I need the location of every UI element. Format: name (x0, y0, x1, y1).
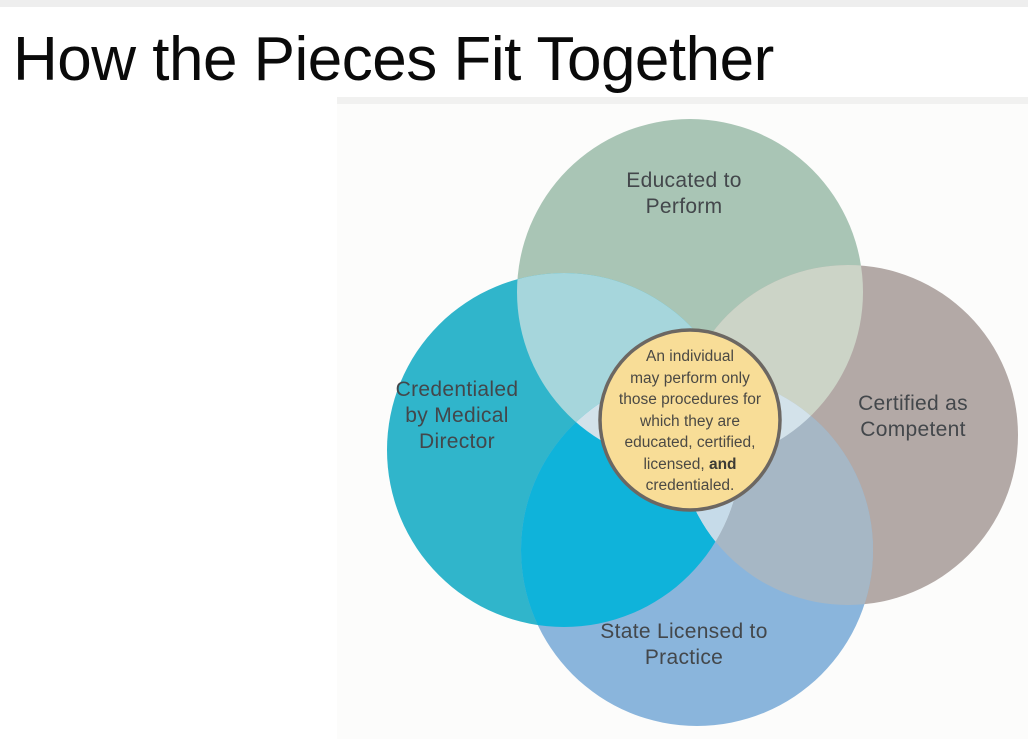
top-border-strip (0, 0, 1028, 7)
center-line: which they are (640, 412, 740, 430)
label-line: Certified as (858, 392, 968, 415)
label-state-licensed-to-practice: State Licensed to Practice (574, 619, 794, 671)
page-title: How the Pieces Fit Together (13, 25, 774, 94)
center-badge-circle (598, 328, 782, 512)
center-line-bold-and: and (708, 455, 737, 473)
label-line: Practice (644, 646, 724, 669)
label-educated-to-perform: Educated to Perform (574, 168, 794, 220)
label-line: Educated to (626, 169, 742, 192)
label-line: Credentialed (395, 378, 519, 401)
overlap-licensed-credentialed (521, 374, 741, 627)
label-certified-as-competent: Certified as Competent (803, 391, 1023, 443)
center-line: educated, certified, (624, 434, 756, 451)
label-line: by Medical (405, 404, 509, 427)
label-line: Director (419, 430, 495, 453)
center-line-text: licensed, (643, 455, 709, 473)
center-line: licensed, and (595, 454, 785, 476)
label-line: Perform (645, 195, 723, 218)
label-credentialed-by-medical-director: Credentialed by Medical Director (347, 377, 567, 455)
center-line: An individual (646, 348, 734, 365)
center-line: credentialed. (645, 477, 735, 494)
diagram-image-top-edge (337, 97, 1028, 104)
label-line: State Licensed to (600, 620, 768, 643)
center-line: may perform only (630, 369, 750, 387)
center-line: those procedures for (618, 391, 762, 408)
label-line: Competent (860, 418, 966, 441)
center-statement: An individual may perform only those pro… (595, 346, 785, 497)
